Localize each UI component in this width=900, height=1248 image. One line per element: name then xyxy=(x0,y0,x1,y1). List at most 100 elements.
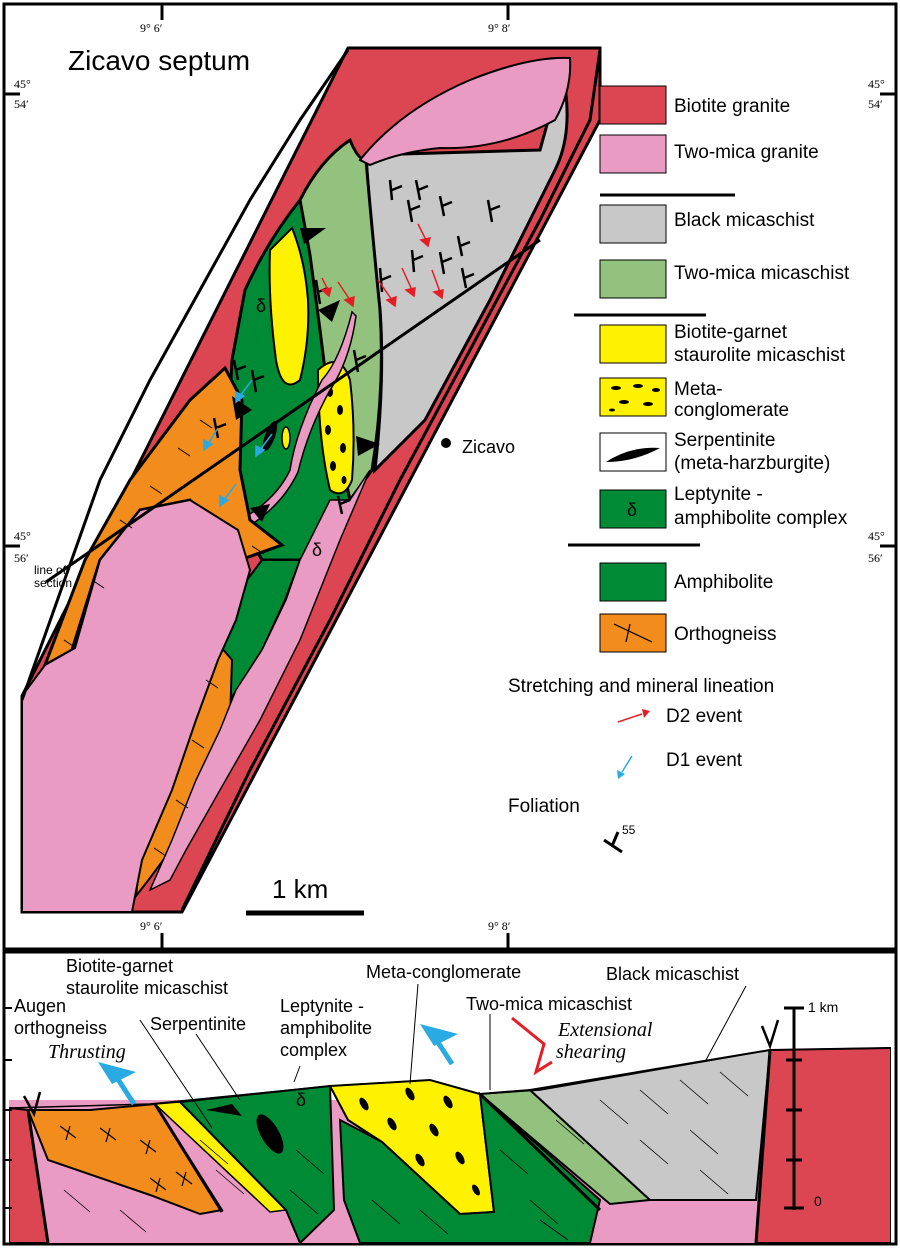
section-surface xyxy=(9,1047,891,1109)
legend-swatch-two-mica-micaschist xyxy=(599,259,667,299)
legend-orthogneiss-ticks xyxy=(613,623,653,643)
legend-foliation-dip: 55 xyxy=(622,823,636,837)
section-scale-1km: 1 km xyxy=(808,999,838,1015)
map-orthogneiss-ticks xyxy=(63,419,265,857)
section-left-biotite-granite xyxy=(9,1106,50,1243)
legend-swatch-leptynite xyxy=(599,489,667,529)
legend-lineation-title: Stretching and mineral lineation xyxy=(508,676,774,697)
map-conglomerate-pebbles xyxy=(325,387,347,484)
map-two-mica-granite-east xyxy=(148,469,371,892)
map-delta-1: δ xyxy=(256,296,266,316)
legend-label-amphibolite: Amphibolite xyxy=(674,572,773,593)
legend-swatch-biotite-granite xyxy=(599,85,667,125)
legend-swatch-black-micaschist xyxy=(599,204,667,244)
top-coord-right: 9° 8′ xyxy=(488,21,511,35)
section-label-two-mica: Two-mica micaschist xyxy=(466,994,632,1014)
right-lat-mid-deg: 45° xyxy=(868,529,885,543)
section-right-fault-arrow xyxy=(760,1019,780,1050)
legend-label-leptynite-1: Leptynite - xyxy=(674,484,763,505)
map-western-contact xyxy=(20,49,350,701)
section-left-fault-arrow xyxy=(22,1091,42,1118)
left-lat-mid-deg: 45° xyxy=(14,529,31,543)
left-lat-mid-min: 56′ xyxy=(14,551,29,565)
section-right-biotite-granite xyxy=(754,1046,891,1243)
section-orthogneiss xyxy=(26,1102,224,1216)
section-amphibolite xyxy=(338,1091,602,1243)
legend-foliation-symbol xyxy=(603,831,623,854)
section-faults xyxy=(26,1049,772,1243)
legend-swatch-biotite-garnet xyxy=(599,324,667,364)
map-zicavo-dot xyxy=(441,438,451,448)
section-leader-lines xyxy=(139,983,747,1129)
map-two-mica-granite-lower xyxy=(21,498,252,913)
legend-label-biotite-garnet-1: Biotite-garnet xyxy=(674,322,788,343)
map-foliation-symbols xyxy=(212,179,501,515)
legend-label-black-micaschist: Black micaschist xyxy=(674,210,815,231)
legend-d1-arrow-head xyxy=(617,770,625,779)
map-biotite-garnet-micaschist xyxy=(268,226,310,386)
geologic-map: δ δ xyxy=(20,46,602,914)
section-label-leptynite-2: amphibolite xyxy=(280,1018,372,1038)
map-d2-arrows xyxy=(320,223,444,308)
legend-conglomerate-pebbles xyxy=(609,384,660,412)
legend-d1-label: D1 event xyxy=(666,750,743,771)
legend-foliation-title: Foliation xyxy=(508,796,580,817)
right-lat-mid-min: 56′ xyxy=(868,551,883,565)
section-extensional-arrow xyxy=(511,1016,553,1076)
legend-leptynite-delta: δ xyxy=(627,500,637,520)
section-label-leptynite-1: Leptynite - xyxy=(280,996,364,1016)
section-orthogneiss-ticks xyxy=(59,1125,193,1193)
section-label-meta-conglomerate: Meta-conglomerate xyxy=(366,962,521,982)
section-thrust-arrow-2 xyxy=(420,1024,458,1066)
right-lat-top-deg: 45° xyxy=(868,77,885,91)
section-serpentinite-sliver xyxy=(206,1104,242,1116)
right-lat-top-min: 54′ xyxy=(868,97,883,111)
map-line-of-section xyxy=(45,238,541,584)
legend-label-biotite-granite: Biotite granite xyxy=(674,96,790,117)
section-serpentinite-pod xyxy=(256,1114,284,1154)
section-label-augen-1: Augen xyxy=(14,996,66,1016)
legend-label-meta-conglomerate-2: conglomerate xyxy=(674,400,789,421)
legend-label-two-mica-micaschist: Two-mica micaschist xyxy=(674,263,850,284)
top-coord-left: 9° 6′ xyxy=(140,21,163,35)
section-label-leptynite-3: complex xyxy=(280,1040,347,1060)
legend-serpentinite-lens xyxy=(606,447,660,462)
map-coordinate-ticks xyxy=(4,4,896,949)
line-of-section-label-2: section xyxy=(34,576,72,590)
legend-swatch-amphibolite xyxy=(599,562,667,602)
legend-swatch-two-mica-granite xyxy=(599,134,667,174)
scale-label: 1 km xyxy=(272,874,328,904)
map-town-label: Zicavo xyxy=(462,437,515,457)
section-label-biotite-garnet-1: Biotite-garnet xyxy=(66,956,173,976)
bottom-coord-right: 9° 8′ xyxy=(488,919,511,933)
legend-label-two-mica-granite: Two-mica granite xyxy=(674,142,819,163)
section-conglomerate-pebbles xyxy=(359,1087,480,1196)
map-yellow-lens xyxy=(281,426,291,450)
legend-d2-arrow-shaft xyxy=(617,713,643,723)
section-delta: δ xyxy=(296,1090,306,1110)
map-eastern-contact xyxy=(180,49,602,911)
section-label-augen-2: orthogneiss xyxy=(14,1018,107,1038)
section-fabric-lines xyxy=(63,1071,749,1241)
legend-d1-arrow-shaft xyxy=(621,755,633,773)
section-label-serpentinite: Serpentinite xyxy=(150,1014,246,1034)
section-label-thrusting: Thrusting xyxy=(48,1041,126,1063)
map-delta-2: δ xyxy=(312,540,322,560)
section-left-ticks xyxy=(4,1007,12,1209)
line-of-section-label-1: line of xyxy=(34,563,67,577)
section-vertical-scale xyxy=(784,1006,804,1210)
cross-section: δ xyxy=(9,1046,891,1243)
section-label-biotite-garnet-2: staurolite micaschist xyxy=(66,978,228,998)
section-label-extensional-2: shearing xyxy=(556,1041,626,1063)
bottom-coord-left: 9° 6′ xyxy=(140,919,163,933)
legend-label-serpentinite-2: (meta-harzburgite) xyxy=(674,453,830,474)
legend-d2-label: D2 event xyxy=(666,706,743,727)
legend-label-serpentinite-1: Serpentinite xyxy=(674,430,775,451)
legend: Biotite granite Two-mica granite Black m… xyxy=(508,85,850,854)
legend-label-orthogneiss: Orthogneiss xyxy=(674,624,776,645)
map-two-mica-granite-top xyxy=(358,56,572,167)
section-label-black: Black micaschist xyxy=(606,964,739,984)
section-label-extensional-1: Extensional xyxy=(557,1019,653,1041)
